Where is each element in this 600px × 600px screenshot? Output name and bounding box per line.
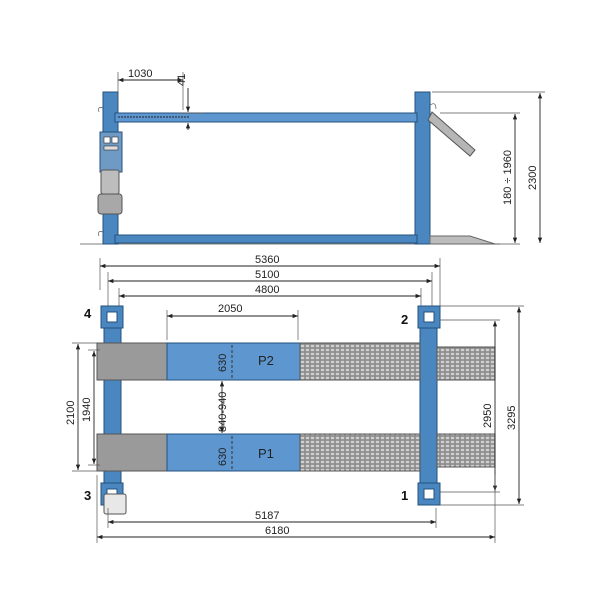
dim-41-label: 41	[176, 74, 188, 86]
post-1-label: 1	[401, 488, 408, 503]
dim-5360-label: 5360	[255, 254, 279, 266]
p2-rear-ramp	[436, 346, 496, 381]
post-3-label: 3	[84, 488, 91, 503]
post-2-label: 2	[401, 312, 408, 327]
side-raised-platform	[114, 112, 418, 123]
dim-3295-label: 3295	[506, 406, 518, 430]
p1-runway	[166, 433, 301, 472]
platform-p1-label: P1	[258, 446, 274, 461]
side-lower-beam	[114, 234, 418, 244]
p2-front-ramp	[96, 342, 168, 381]
post-4-label: 4	[84, 306, 92, 321]
side-right-post	[414, 91, 431, 245]
dim-180-1960-label: 180 ÷ 1960	[502, 150, 514, 205]
platform-p2-label: P2	[258, 353, 274, 368]
dim-1940-label: 1940	[81, 398, 93, 422]
dim-2100-label: 2100	[65, 401, 77, 425]
dim-630-top-label: 630	[217, 354, 229, 372]
dim-2950-label: 2950	[482, 404, 494, 428]
dim-840-940-label: 840-940	[217, 392, 229, 432]
right-cross-beam	[419, 308, 438, 505]
p1-front-ramp	[96, 433, 168, 472]
dim-5100-label: 5100	[255, 269, 279, 281]
dim-2300-label: 2300	[527, 166, 539, 190]
dim-5187-label: 5187	[255, 510, 279, 522]
p2-grating	[299, 342, 421, 381]
pump-unit	[97, 193, 123, 215]
dim-6180-label: 6180	[265, 525, 289, 537]
p1-rear-ramp	[436, 433, 496, 468]
control-box	[99, 131, 123, 173]
dim-1030-label: 1030	[128, 68, 152, 80]
pump-box-top	[103, 493, 127, 515]
p2-runway	[166, 342, 301, 381]
raised-ramp	[427, 111, 476, 157]
side-view: 1030 41 180 ÷ 1960 2300	[80, 68, 545, 245]
top-view: 5360 5100 4800 2050 P2	[65, 254, 524, 543]
ground-ramp	[429, 235, 496, 245]
dim-2050-label: 2050	[218, 303, 242, 315]
p1-grating	[299, 433, 421, 472]
dim-4800-label: 4800	[255, 284, 279, 296]
motor-unit	[100, 169, 120, 195]
dim-630-bottom-label: 630	[217, 448, 229, 466]
left-cross-beam	[103, 308, 122, 505]
